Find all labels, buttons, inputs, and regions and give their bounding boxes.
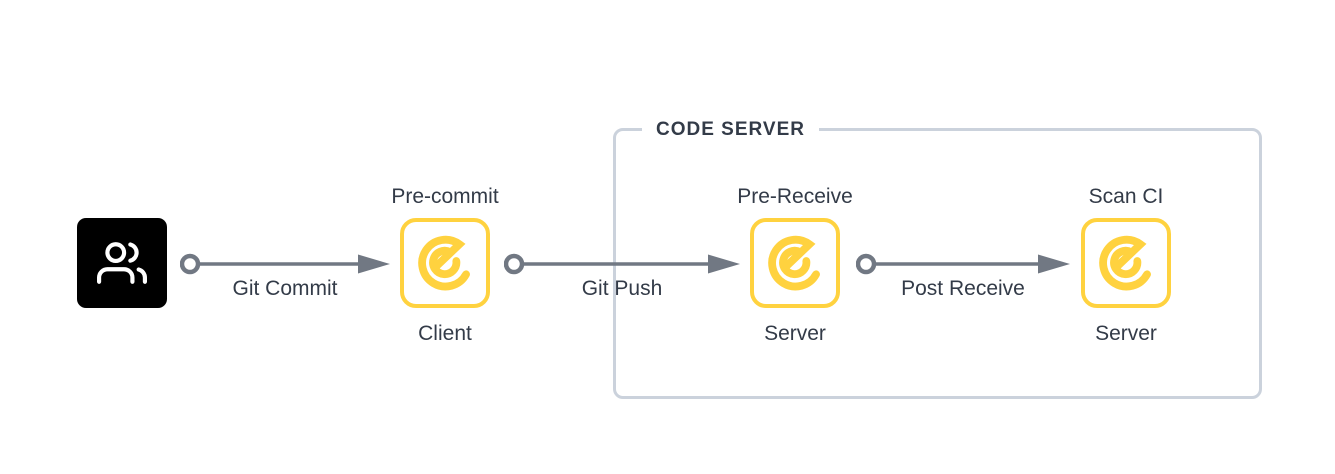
arrowhead-icon — [1038, 254, 1070, 274]
arrow-label: Git Commit — [232, 277, 338, 300]
arrowhead-icon — [708, 254, 740, 274]
node-title: Pre-Receive — [737, 185, 853, 208]
developer-node — [77, 218, 167, 308]
hook-box — [750, 218, 840, 308]
node-pre-receive: Pre-Receive Server — [715, 186, 875, 345]
hook-box — [1081, 218, 1171, 308]
node-subtitle: Client — [418, 322, 472, 345]
code-server-label: CODE SERVER — [642, 118, 819, 142]
arrow-connector — [856, 253, 1070, 275]
arrow-git-push: Git Push — [504, 252, 740, 300]
hook-box — [400, 218, 490, 308]
arrow-post-receive: Post Receive — [856, 252, 1070, 300]
connector-ring-icon — [504, 253, 525, 275]
connector-ring-icon — [856, 253, 877, 275]
arrow-git-commit: Git Commit — [180, 252, 390, 300]
node-title: Scan CI — [1088, 185, 1164, 208]
connector-ring-icon — [180, 253, 201, 275]
hook-logo-icon — [768, 235, 820, 291]
arrow-connector — [180, 253, 390, 275]
arrowhead-icon — [358, 254, 390, 274]
node-subtitle: Server — [1095, 322, 1157, 345]
arrow-label: Post Receive — [901, 277, 1025, 300]
hook-logo-icon — [1099, 235, 1151, 291]
arrow-connector — [504, 253, 740, 275]
arrow-label: Git Push — [581, 277, 663, 300]
users-icon — [97, 242, 147, 284]
node-scan-ci: Scan CI Server — [1046, 186, 1206, 345]
node-subtitle: Server — [764, 322, 826, 345]
node-pre-commit: Pre-commit Client — [365, 186, 525, 345]
hook-logo-icon — [418, 235, 470, 291]
node-title: Pre-commit — [391, 185, 499, 208]
